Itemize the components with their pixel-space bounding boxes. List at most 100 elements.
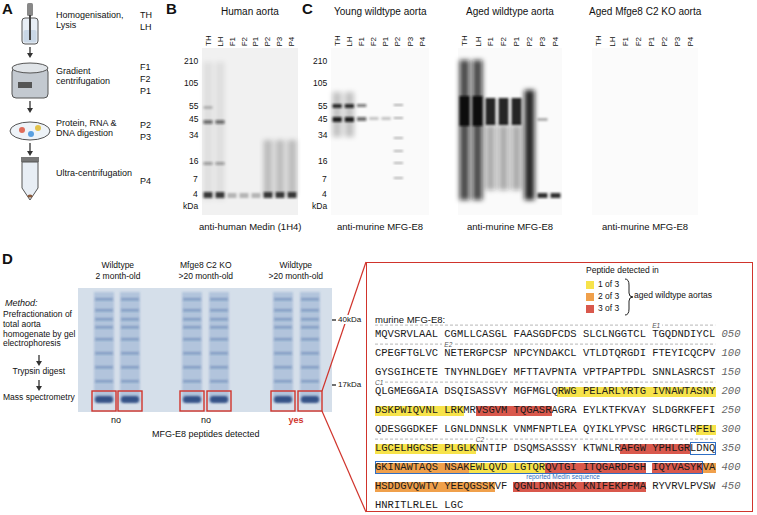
label-text: 16 bbox=[189, 157, 198, 167]
label-text: Homogenisation, Lysis bbox=[56, 10, 136, 31]
domain-boundary bbox=[375, 439, 715, 440]
gel-band bbox=[183, 396, 201, 403]
lane-label: F1 bbox=[357, 37, 366, 46]
label-text: 105 bbox=[313, 79, 327, 89]
blot-band bbox=[216, 62, 225, 200]
pellet bbox=[28, 194, 33, 197]
blot-band bbox=[204, 62, 213, 200]
label-text: Mfge8 C2 KO bbox=[180, 261, 232, 271]
label-text: Gradient centrifugation bbox=[56, 66, 136, 87]
label-text: Aged wildtype aorta bbox=[466, 6, 554, 18]
gel-band bbox=[95, 309, 113, 312]
lane-label: LH bbox=[345, 36, 354, 46]
lane-label: P3 bbox=[538, 36, 547, 46]
blot-band bbox=[357, 104, 366, 107]
blot-band bbox=[382, 117, 391, 120]
gel-band bbox=[274, 352, 292, 355]
blot-band bbox=[538, 193, 548, 198]
gel-band bbox=[210, 396, 228, 403]
label-text: F2 bbox=[140, 74, 151, 84]
blot-band bbox=[394, 104, 403, 106]
gel-lane bbox=[120, 292, 140, 402]
blot-band bbox=[288, 192, 297, 198]
label-text: Aged Mfge8 C2 KO aorta bbox=[589, 6, 701, 18]
gel-lane bbox=[300, 292, 320, 402]
gel-band bbox=[121, 396, 139, 403]
centrifuge-lid bbox=[12, 63, 48, 73]
domain-label: E1 bbox=[650, 322, 662, 329]
label-text: 55 bbox=[318, 102, 327, 112]
lane-label: P1 bbox=[512, 36, 521, 46]
excised-band-box bbox=[180, 391, 204, 411]
blot-membrane bbox=[592, 48, 698, 215]
blot-band bbox=[204, 120, 213, 124]
label-text: 34 bbox=[318, 131, 327, 141]
gel-band bbox=[210, 338, 228, 341]
gel-band bbox=[274, 326, 292, 329]
blot-band bbox=[394, 117, 403, 119]
domain-label: C2 bbox=[474, 436, 486, 443]
panel-text: Peptide detected in bbox=[586, 266, 659, 276]
legend-swatch bbox=[586, 281, 594, 289]
gel-band bbox=[95, 352, 113, 355]
label-text: no bbox=[111, 415, 121, 425]
gel-band bbox=[121, 298, 139, 301]
blot-band bbox=[345, 92, 354, 137]
sequence-line: QLGMEGGAIA DSQISASSVY MGFMGLQRWG PELARLY… bbox=[375, 386, 715, 397]
sequence-line: MQVSRVLAAL CGMLLCASGL FAASGDFCDS SLCLNGG… bbox=[375, 329, 715, 340]
label-text: 210 bbox=[313, 57, 327, 67]
gel-band bbox=[210, 298, 228, 301]
gel-band bbox=[95, 326, 113, 329]
label-text: 7 bbox=[193, 175, 198, 185]
residue-number: 200 bbox=[722, 386, 741, 397]
flow-arrow bbox=[29, 143, 30, 152]
gel-band bbox=[121, 309, 139, 312]
label-text: Wildtype bbox=[280, 261, 313, 271]
blot-membrane bbox=[202, 48, 298, 215]
zoom-line bbox=[322, 411, 366, 512]
gel-band bbox=[183, 380, 201, 383]
label-text: Wildtype bbox=[102, 261, 135, 271]
lane-label: P2 bbox=[263, 36, 272, 46]
zoom-panel: Peptide detected inaged wildtype aortasm… bbox=[366, 262, 753, 512]
gel-band bbox=[210, 326, 228, 329]
lane-label: P3 bbox=[275, 36, 284, 46]
homogeniser-handle bbox=[27, 3, 33, 16]
lane-label: P1 bbox=[647, 36, 656, 46]
sequence-line: HNRITLRLEL LGC bbox=[375, 500, 463, 511]
gel-band bbox=[210, 309, 228, 312]
label-text: Trypsin digest bbox=[13, 367, 66, 377]
gel-band bbox=[301, 380, 319, 383]
blot-band bbox=[486, 125, 496, 190]
gel-band bbox=[210, 352, 228, 355]
tube-cap bbox=[21, 157, 39, 162]
blot-band bbox=[394, 150, 403, 152]
gel-band bbox=[183, 338, 201, 341]
label-text: anti-murine MFG-E8 bbox=[337, 222, 423, 233]
gel-band bbox=[95, 366, 113, 369]
residue-number: 450 bbox=[722, 481, 741, 492]
lane-label: F2 bbox=[499, 37, 508, 46]
panel-text: aged wildtype aortas bbox=[634, 291, 712, 301]
gel-band bbox=[274, 366, 292, 369]
blot-band bbox=[204, 106, 213, 109]
blot-band bbox=[240, 193, 249, 198]
lane-label: TH bbox=[203, 35, 212, 46]
lane-label: LH bbox=[473, 36, 482, 46]
arrow-head bbox=[27, 108, 33, 113]
gel-band bbox=[183, 298, 201, 301]
domain-boundary bbox=[375, 344, 715, 345]
legend-text: 3 of 3 bbox=[598, 303, 619, 314]
gel-band bbox=[301, 366, 319, 369]
molecule-dot bbox=[19, 127, 25, 133]
label-text: 4 bbox=[193, 190, 198, 200]
label-text: F1 bbox=[140, 62, 151, 72]
blot-band bbox=[276, 192, 285, 198]
gel-band bbox=[210, 366, 228, 369]
blot-band bbox=[512, 125, 522, 190]
lane-label: P2 bbox=[525, 36, 534, 46]
label-text: kDa bbox=[312, 202, 327, 212]
arrow-head bbox=[27, 53, 33, 58]
lane-label: TH bbox=[460, 35, 469, 46]
blot-band bbox=[499, 98, 509, 125]
